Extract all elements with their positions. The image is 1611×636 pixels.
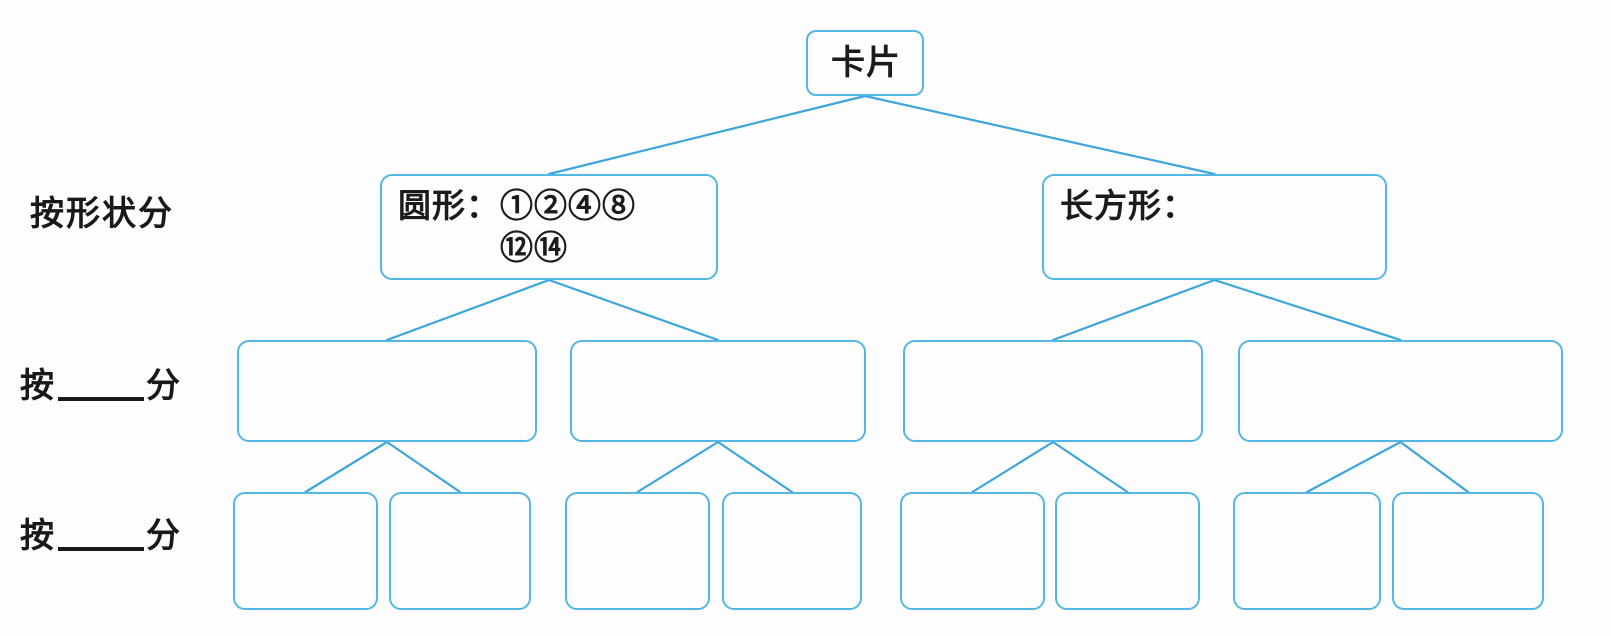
node-label: 长方形：	[1060, 189, 1196, 225]
row-label-prefix: 按	[20, 518, 56, 555]
connector-level2-1-to-level3-2	[1051, 278, 1216, 342]
fill-in-blank[interactable]	[58, 371, 144, 401]
connector-level3-3-to-level4-7	[1399, 440, 1470, 494]
connector-level2-0-to-level3-1	[547, 278, 720, 342]
node-l4-7[interactable]	[1233, 492, 1381, 610]
node-label: 卡片	[831, 45, 901, 83]
row-label-by-shape: 按形状分	[30, 186, 174, 235]
node-l3-1[interactable]	[237, 340, 537, 442]
row-label-by-blank-1: 按分	[20, 358, 182, 407]
node-l4-3[interactable]	[565, 492, 710, 610]
connector-level3-1-to-level4-2	[636, 440, 720, 494]
node-label: 圆形：①②④⑧ ⑫⑭	[398, 189, 636, 268]
connector-level2-1-to-level3-3	[1213, 278, 1402, 342]
node-l4-5[interactable]	[900, 492, 1045, 610]
node-l3-2[interactable]	[570, 340, 866, 442]
row-label-by-blank-2: 按分	[20, 508, 182, 557]
node-l3-4[interactable]	[1238, 340, 1563, 442]
connector-level3-3-to-level4-6	[1305, 440, 1402, 494]
row-label-prefix: 按形状分	[30, 196, 174, 233]
node-root-card[interactable]: 卡片	[806, 30, 924, 96]
row-label-prefix: 按	[20, 368, 56, 405]
row-label-suffix: 分	[146, 368, 182, 405]
node-l4-8[interactable]	[1392, 492, 1544, 610]
node-l4-4[interactable]	[722, 492, 862, 610]
node-l4-2[interactable]	[389, 492, 531, 610]
node-circle-group[interactable]: 圆形：①②④⑧ ⑫⑭	[380, 174, 718, 280]
node-l4-6[interactable]	[1055, 492, 1200, 610]
node-l3-3[interactable]	[903, 340, 1203, 442]
node-l4-1[interactable]	[233, 492, 378, 610]
fill-in-blank[interactable]	[58, 521, 144, 551]
connector-level3-0-to-level4-1	[385, 440, 462, 494]
connector-level3-0-to-level4-0	[304, 440, 389, 494]
connector-level2-0-to-level3-0	[385, 278, 551, 342]
connector-level3-1-to-level4-3	[716, 440, 794, 494]
connector-level3-2-to-level4-4	[971, 440, 1055, 494]
connector-level3-2-to-level4-5	[1051, 440, 1129, 494]
row-label-suffix: 分	[146, 518, 182, 555]
connector-root-to-level2-1	[863, 94, 1216, 176]
node-rectangle-group[interactable]: 长方形：	[1042, 174, 1387, 280]
connector-root-to-level2-0	[547, 94, 867, 176]
